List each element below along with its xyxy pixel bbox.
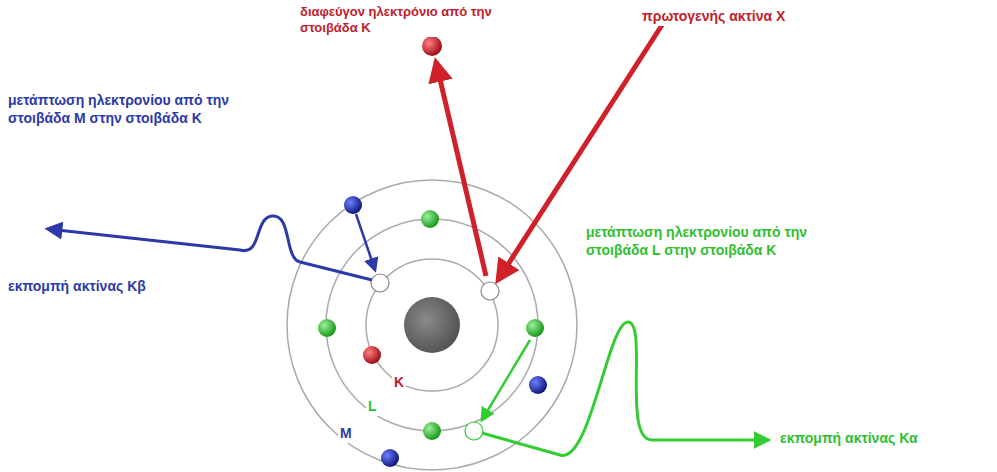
k-beta-wave <box>48 216 372 280</box>
vacancy <box>481 282 499 300</box>
electron-k <box>363 346 381 364</box>
transition-note: μετάπτωση ηλεκτρονίου από την στοιβάδα Μ… <box>6 92 278 127</box>
transition-arrow <box>482 340 530 420</box>
electron-m <box>529 376 547 394</box>
vacancy <box>465 422 483 440</box>
transition-arrow <box>356 214 375 270</box>
electron-l <box>423 422 441 440</box>
shell-label: K <box>392 374 406 392</box>
electron-l <box>526 319 544 337</box>
k-alpha-wave <box>482 322 768 456</box>
xray-note: πρωτογενής ακτίνα Χ <box>640 8 787 26</box>
shell-k <box>366 259 498 391</box>
electron-l <box>318 319 336 337</box>
escape-arrow <box>436 62 486 276</box>
vacancy <box>371 274 389 292</box>
emission-note: εκπομπή ακτίνας Κα <box>778 430 920 448</box>
escape-note: διαφεύγον ηλεκτρόνιο από την στοιβάδα Κ <box>298 4 530 37</box>
transition-note: μετάπτωση ηλεκτρονίου από την στοιβάδα L… <box>584 224 874 259</box>
electron-m <box>381 449 399 467</box>
electron-l <box>421 210 439 228</box>
shell-label: L <box>366 398 379 416</box>
emission-note: εκπομπή ακτίνας Κβ <box>6 278 148 296</box>
escaped-electron <box>422 36 442 56</box>
shell-label: M <box>338 425 354 443</box>
electron-m <box>344 196 362 214</box>
nucleus <box>404 297 460 353</box>
shell-l <box>326 219 538 431</box>
